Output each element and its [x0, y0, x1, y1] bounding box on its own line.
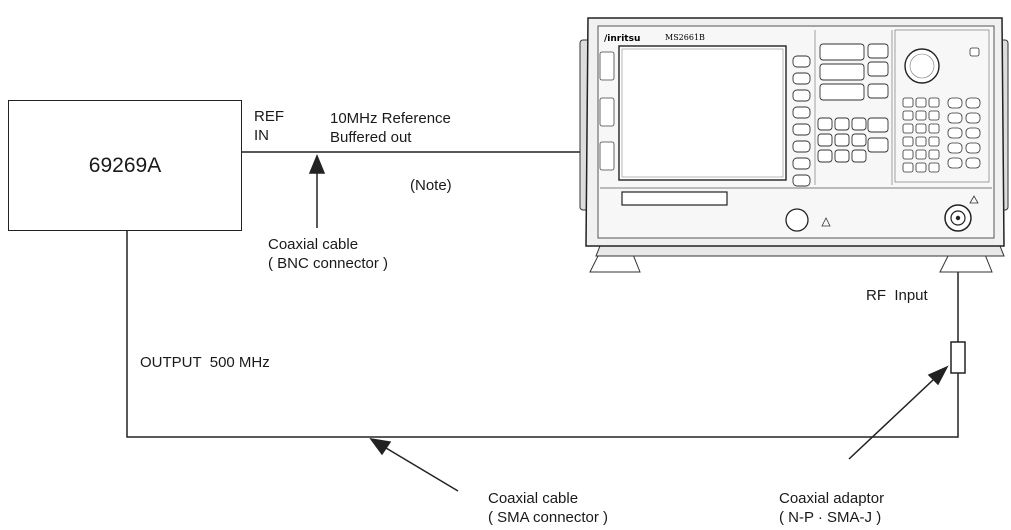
ref-out-label-line1: 10MHz Reference [330, 110, 451, 127]
ref-out-label-line2: Buffered out [330, 129, 412, 146]
adaptor-label-line1: Coaxial adaptor [779, 490, 885, 507]
coax-bnc-label-line2: ( BNC connector ) [268, 255, 389, 272]
coaxial-adaptor [950, 341, 966, 374]
power-switch [785, 208, 809, 232]
analyzer-brand: /inritsu [604, 34, 640, 44]
ref-in-label-line2: IN [254, 127, 269, 144]
analyzer-screen [618, 45, 787, 181]
generator-name: 69269A [88, 153, 162, 177]
coax-sma-label-line1: Coaxial cable [488, 490, 579, 507]
coax-bnc-label-line1: Coaxial cable [268, 236, 359, 253]
ref-in-label-line1: REF [254, 108, 284, 125]
floppy-slot [621, 191, 728, 206]
adaptor-arrow [848, 365, 949, 460]
output-label: OUTPUT 500 MHz [140, 354, 270, 371]
sma-cable-line [126, 231, 959, 438]
note-label: (Note) [410, 177, 452, 194]
signal-generator-box: 69269A [8, 100, 242, 231]
adaptor-label-line2: ( N-P · SMA-J ) [779, 509, 882, 526]
spectrum-analyzer: /inritsu MS2661B [579, 17, 1009, 273]
analyzer-model: MS2661B [665, 33, 705, 42]
coax-sma-label-line2: ( SMA connector ) [488, 509, 609, 526]
bnc-arrow [308, 154, 326, 228]
rf-input-label: RF Input [866, 287, 928, 304]
sma-arrow [369, 437, 459, 492]
